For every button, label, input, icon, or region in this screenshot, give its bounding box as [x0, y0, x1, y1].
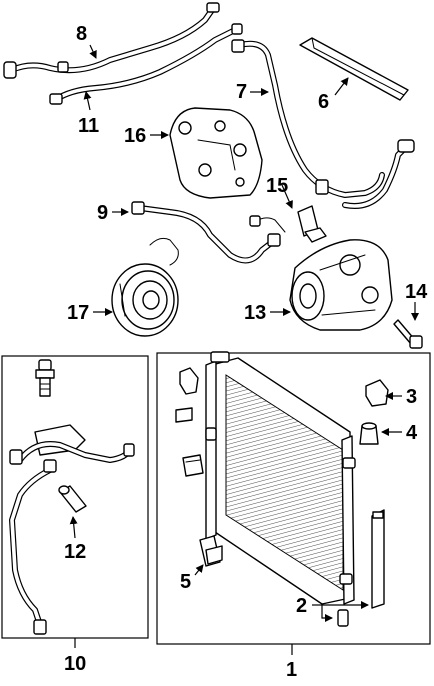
discharge-hose-7 [231, 39, 415, 209]
callout-13: 13 [244, 302, 266, 324]
liquid-line-11 [49, 23, 243, 105]
callout-4: 4 [406, 422, 418, 444]
callout-12: 12 [64, 541, 86, 563]
clutch-pulley-17 [111, 237, 179, 337]
bracket-3 [365, 379, 389, 407]
callout-9: 9 [97, 202, 108, 224]
assembly-box-1 [156, 352, 431, 645]
receiver-dryer-2 [337, 509, 385, 627]
compressor-13 [289, 239, 393, 331]
suction-hose-9 [131, 201, 286, 264]
callout-2: 2 [296, 595, 307, 617]
callout-14: 14 [405, 281, 428, 303]
callout-5: 5 [180, 571, 191, 593]
condenser-1 [205, 351, 356, 605]
callout-1: 1 [286, 659, 297, 681]
callout-3: 3 [406, 386, 417, 408]
callout-6: 6 [318, 91, 329, 113]
callout-15: 15 [266, 175, 288, 197]
bracket-5 [199, 535, 223, 567]
callout-17: 17 [67, 302, 89, 324]
pressure-switch-12 [58, 485, 87, 513]
hose-line-8 [3, 2, 220, 79]
liquid-tube-assembly [9, 424, 135, 635]
cushion-4 [359, 422, 379, 445]
callout-labels: 8 11 7 6 16 15 9 17 13 14 12 10 1 3 4 5 … [64, 23, 428, 681]
small-bracket-15 [297, 205, 327, 243]
callout-10: 10 [64, 653, 86, 675]
callout-11: 11 [78, 115, 99, 137]
bolt-14 [393, 319, 423, 349]
leader-lines [69, 44, 419, 655]
pressure-switch [35, 359, 55, 397]
callout-7: 7 [236, 81, 247, 103]
callout-16: 16 [124, 125, 146, 147]
condenser-brackets [175, 367, 204, 477]
seal-strip-6 [299, 37, 409, 101]
callout-8: 8 [76, 23, 87, 45]
compressor-bracket-16 [169, 107, 263, 199]
